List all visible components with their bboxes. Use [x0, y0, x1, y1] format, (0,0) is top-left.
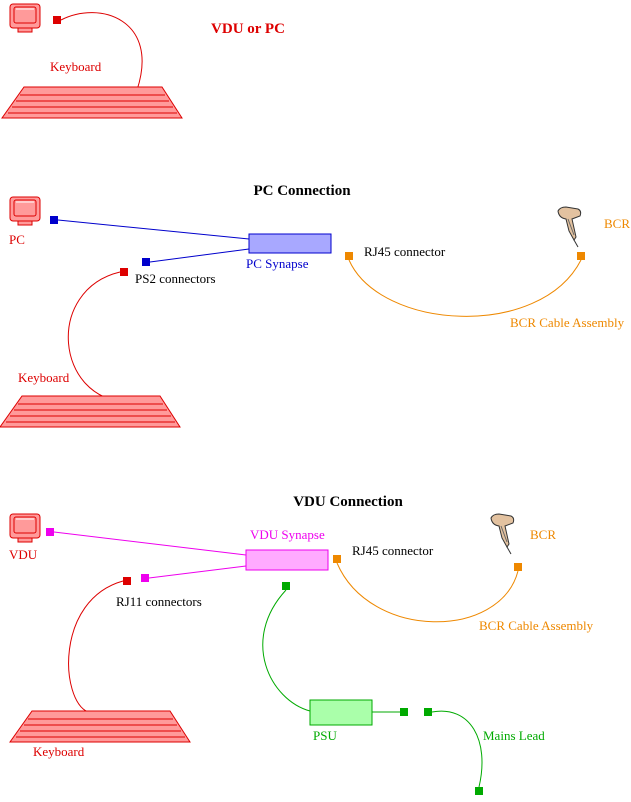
rj11-connector-magenta	[141, 574, 149, 582]
ps2-connectors-label: PS2 connectors	[135, 271, 216, 286]
bcr-label: BCR	[604, 216, 630, 231]
keyboard-label: Keyboard	[50, 59, 102, 74]
psu-label: PSU	[313, 728, 337, 743]
pc-cable	[57, 219, 250, 240]
rj45-connector	[345, 252, 353, 260]
connector-plug	[53, 16, 61, 24]
vdu-bcr-label: BCR	[530, 527, 556, 542]
mains-connector	[424, 708, 432, 716]
pc-keyboard-cable	[67, 271, 129, 403]
pc-monitor-icon	[9, 196, 41, 226]
mains-plug	[475, 787, 483, 795]
vdu-connector	[46, 528, 54, 536]
rj11-cable	[148, 565, 247, 579]
section-pc-connection: PC Connection PC PC Synapse PS2 connecto…	[0, 183, 630, 428]
vdu-rj45-connector	[333, 555, 341, 563]
ps2-connector-blue	[142, 258, 150, 266]
vdu-bcr-connector	[514, 563, 522, 571]
psu-output-connector	[400, 708, 408, 716]
title-vdu-or-pc: VDU or PC	[211, 21, 285, 37]
monitor-icon	[9, 3, 41, 33]
vdu-bcr-cable	[336, 562, 519, 623]
vdu-monitor-icon	[9, 513, 41, 543]
bcr-connector	[577, 252, 585, 260]
psu-cable	[262, 589, 311, 712]
bcr-scanner-icon	[557, 206, 582, 248]
keyboard-icon	[1, 86, 183, 119]
psu-connector	[282, 582, 290, 590]
pc-keyboard-icon	[0, 395, 181, 428]
bcr-cable-label: BCR Cable Assembly	[510, 315, 625, 330]
title-pc-connection: PC Connection	[253, 183, 351, 199]
bcr-cable	[348, 259, 582, 317]
vdu-rj45-label: RJ45 connector	[352, 543, 434, 558]
vdu-keyboard-label: Keyboard	[33, 744, 85, 759]
rj11-connector-red	[123, 577, 131, 585]
pc-label: PC	[9, 232, 25, 247]
title-vdu-connection: VDU Connection	[293, 494, 403, 510]
mains-lead-cable	[431, 710, 483, 788]
vdu-keyboard-icon	[9, 710, 191, 743]
vdu-synapse-label: VDU Synapse	[250, 527, 325, 542]
rj11-connectors-label: RJ11 connectors	[116, 594, 202, 609]
vdu-bcr-scanner-icon	[490, 513, 515, 555]
pc-synapse-box	[248, 233, 332, 254]
section-vdu-or-pc: VDU or PC Keyboard	[1, 3, 285, 119]
pc-synapse-label: PC Synapse	[246, 256, 309, 271]
rj45-label: RJ45 connector	[364, 244, 446, 259]
psu-box	[309, 699, 373, 726]
ps2-cable	[149, 248, 250, 263]
keyboard-cable	[60, 12, 143, 91]
section-vdu-connection: VDU Connection VDU VDU Synapse RJ11 conn…	[9, 494, 594, 795]
vdu-bcr-cable-label: BCR Cable Assembly	[479, 618, 594, 633]
vdu-synapse-box	[245, 549, 329, 571]
pc-connector	[50, 216, 58, 224]
vdu-label: VDU	[9, 547, 38, 562]
vdu-keyboard-cable	[68, 580, 124, 713]
vdu-cable	[53, 531, 247, 556]
ps2-connector-red	[120, 268, 128, 276]
mains-lead-label: Mains Lead	[483, 728, 545, 743]
pc-keyboard-label: Keyboard	[18, 370, 70, 385]
